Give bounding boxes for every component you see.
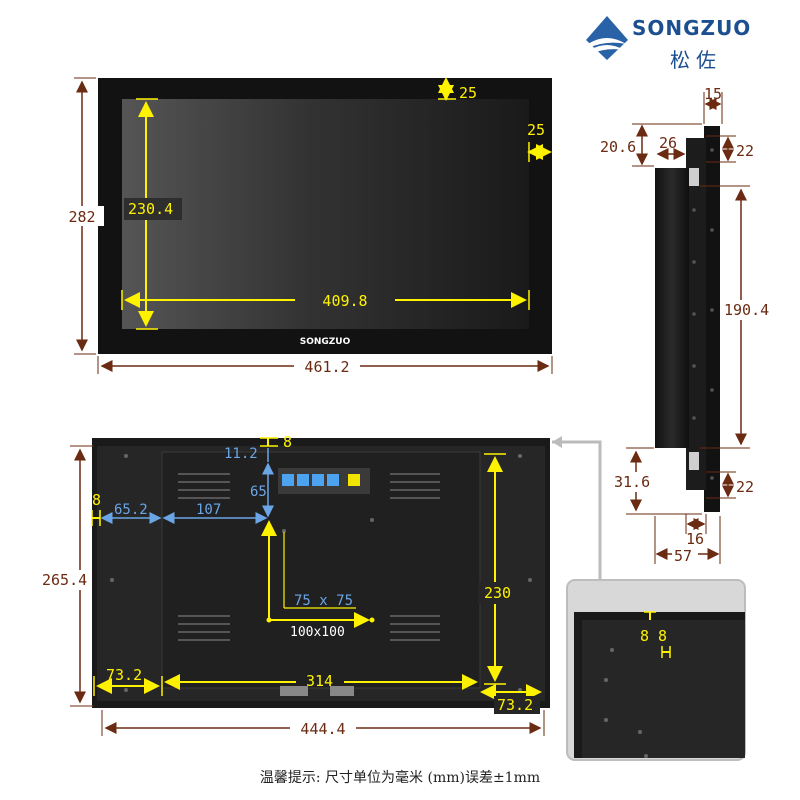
side-offset-top-label: 20.6 (600, 138, 636, 156)
back-inner-top-label: 11.2 (224, 446, 258, 462)
footer-note: 温馨提示: 尺寸单位为毫米 (mm)误差±1mm (259, 770, 541, 786)
vga-port (280, 686, 308, 696)
front-height-label: 282 (68, 208, 95, 226)
back-top-gap-label: 8 (283, 433, 292, 451)
back-bottom-right-label: 73.2 (497, 696, 533, 714)
front-screen (122, 99, 529, 329)
brand-logo-text: SONGZUO (632, 16, 752, 40)
side-front-bezel (704, 126, 720, 512)
back-width-label: 444.4 (300, 720, 345, 738)
inset-gap-top-label: 8 (640, 627, 649, 645)
side-mid-height-label: 190.4 (724, 301, 769, 319)
vesa-large-label: 100x100 (290, 625, 345, 640)
back-vesa-top-label: 65 (250, 484, 267, 500)
top-bezel-label: 25 (459, 84, 477, 102)
inset-gap-side-label: 8 (658, 627, 667, 645)
back-view: 265.4 444.4 8 8 11.2 65.2 107 65 (40, 433, 550, 739)
label-bg (60, 206, 104, 226)
side-body (655, 168, 689, 448)
side-view: 15 20.6 26 22 190.4 31.6 22 (600, 85, 772, 565)
side-bezel-label: 25 (527, 121, 545, 139)
side-body-depth-label: 26 (659, 134, 677, 152)
bezel-logo: SONGZUO (300, 337, 351, 347)
power-button (348, 474, 360, 486)
side-bracket-bottom-label: 22 (736, 478, 754, 496)
back-mount-width-label: 314 (306, 672, 333, 690)
back-bottom-left-label: 73.2 (106, 666, 142, 684)
back-right-height-label: 230 (484, 584, 511, 602)
button-1 (282, 474, 294, 486)
button-4 (327, 474, 339, 486)
inset-detail: 8 8 (566, 579, 746, 761)
screen-height-label: 230.4 (128, 200, 173, 218)
brand-logo-chinese: 松佐 (670, 48, 722, 72)
vesa-small-label: 75 x 75 (294, 593, 353, 609)
side-bracket-top-label: 22 (736, 142, 754, 160)
front-width-label: 461.2 (304, 358, 349, 376)
side-thin-depth-label: 16 (686, 530, 704, 548)
brand-logo-icon (586, 16, 628, 60)
front-view: SONGZUO 282 461.2 230.4 409.8 25 25 (60, 77, 553, 377)
inset-connector (552, 440, 602, 580)
dvi-port (330, 686, 354, 696)
button-2 (297, 474, 309, 486)
side-bottom-offset-label: 31.6 (614, 473, 650, 491)
screen-width-label: 409.8 (322, 292, 367, 310)
button-3 (312, 474, 324, 486)
side-bracket-top (689, 168, 699, 186)
side-mount-plate (686, 138, 706, 490)
side-depth-top-label: 15 (704, 85, 722, 103)
back-to-vesa-label: 107 (196, 502, 221, 518)
side-total-depth-label: 57 (674, 547, 692, 565)
back-left-gap-label: 8 (92, 491, 101, 509)
back-left-margin-label: 65.2 (114, 502, 148, 518)
back-height-label: 265.4 (42, 571, 87, 589)
side-bracket-bottom (689, 452, 699, 470)
